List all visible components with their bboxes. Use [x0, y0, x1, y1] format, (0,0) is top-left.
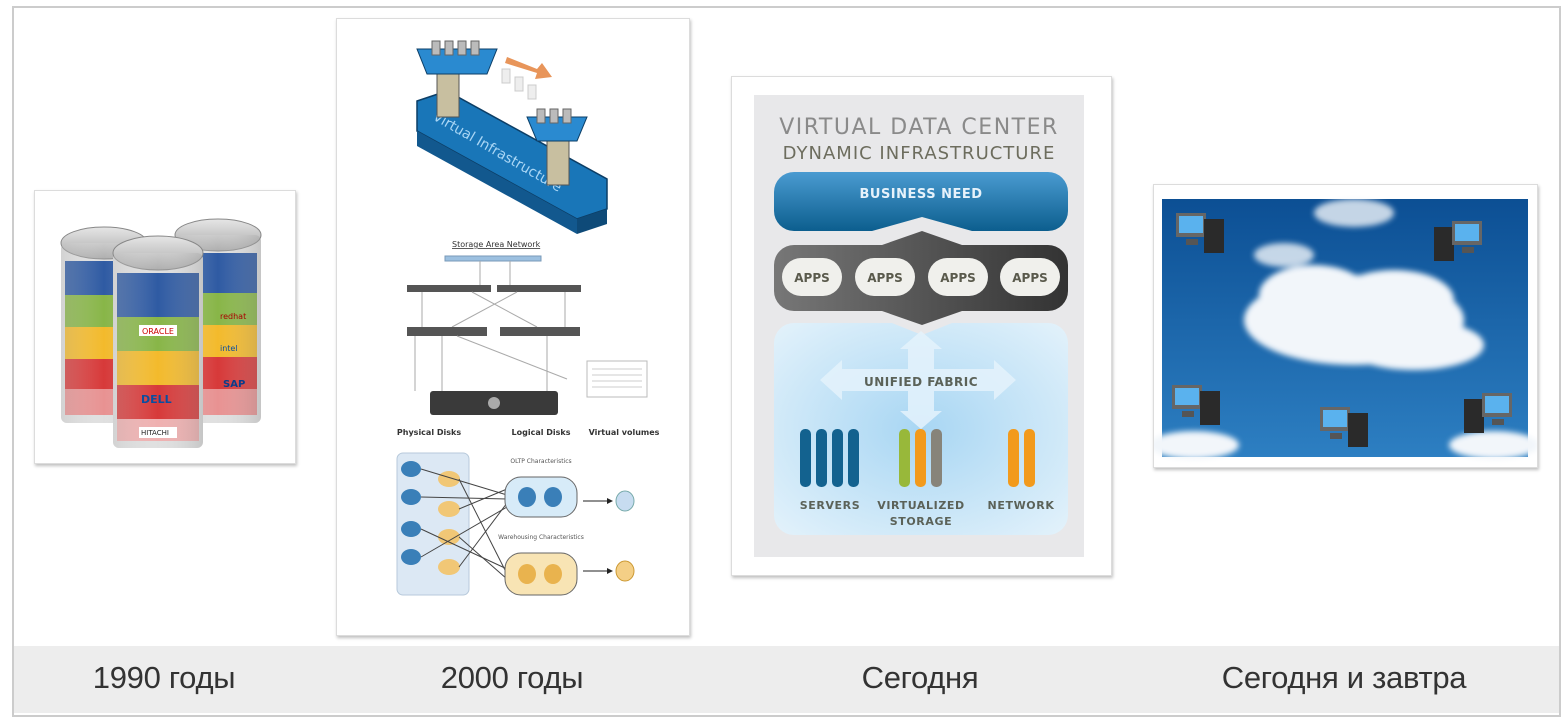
caption-1990s: 1990 годы [92, 660, 236, 695]
network-bars [1008, 429, 1035, 487]
vendor-dell: DELL [141, 393, 172, 406]
silo-front: ORACLE DELL HITACHI [112, 235, 204, 448]
vendor-oracle: ORACLE [142, 327, 174, 336]
thumbnail-today-and-tomorrow[interactable] [1153, 184, 1538, 468]
caption-2000s: 2000 годы [440, 660, 584, 695]
vendor-redhat: redhat [220, 312, 246, 321]
vendor-sap: SAP [223, 379, 245, 390]
thumbnail-2000s[interactable]: Virtual Infrastructure Storage Area Netw… [336, 18, 690, 636]
app-label-2: APPS [867, 271, 903, 285]
virtual-infrastructure-san-image: Virtual Infrastructure Storage Area Netw… [396, 40, 660, 596]
vdc-title: VIRTUAL DATA CENTER [779, 115, 1059, 140]
app-label-3: APPS [940, 271, 976, 285]
servers-label: SERVERS [800, 499, 861, 512]
disk-virtualization-diagram: Physical Disks Logical Disks Virtual vol… [396, 428, 660, 596]
computer-icon [1320, 407, 1368, 447]
thumbnail-1990s[interactable]: redhat intel SAP ORACLE DELL HITACHI [34, 190, 296, 464]
unified-fabric-arrows-icon [820, 331, 1016, 429]
migration-arrow-icon [505, 57, 552, 79]
apps-band [774, 231, 1068, 325]
app-label-1: APPS [794, 271, 830, 285]
virtual-infrastructure-platform: Virtual Infrastructure [416, 40, 608, 234]
san-diagram: Storage Area Network [407, 240, 648, 415]
vendor-hitachi: HITACHI [141, 429, 169, 437]
virtual-data-center-image: VIRTUAL DATA CENTER DYNAMIC INFRASTRUCTU… [754, 95, 1084, 557]
warehouse-label: Warehousing Characteristics [498, 534, 584, 541]
cloud-shape [1154, 199, 1537, 459]
san-title: Storage Area Network [452, 240, 541, 249]
storage-label-line2: STORAGE [890, 515, 953, 528]
computer-icon [1172, 385, 1220, 425]
cloud-computing-image [1154, 199, 1537, 459]
silo-cylinders-image: redhat intel SAP ORACLE DELL HITACHI [60, 218, 262, 448]
computer-icon [1464, 393, 1512, 433]
storage-label-line1: VIRTUALIZED [877, 499, 965, 512]
oltp-label: OLTP Characteristics [510, 458, 571, 465]
storage-bars [899, 429, 942, 487]
column-logical-disks: Logical Disks [512, 428, 571, 437]
column-physical-disks: Physical Disks [397, 428, 461, 437]
vendor-intel: intel [220, 344, 238, 353]
caption-today-and-tomorrow: Сегодня и завтра [1221, 660, 1467, 695]
apps-row: APPS APPS APPS APPS [782, 258, 1060, 296]
computer-icon [1176, 213, 1224, 253]
unified-fabric-label: UNIFIED FABRIC [864, 375, 978, 389]
vdc-subtitle: DYNAMIC INFRASTRUCTURE [783, 143, 1056, 164]
app-label-4: APPS [1012, 271, 1048, 285]
column-virtual-volumes: Virtual volumes [589, 428, 660, 437]
business-need-band [774, 172, 1068, 231]
caption-today: Сегодня [861, 660, 979, 695]
thumbnail-today[interactable]: VIRTUAL DATA CENTER DYNAMIC INFRASTRUCTU… [731, 76, 1112, 576]
network-label: NETWORK [988, 499, 1055, 512]
caption-bar [14, 646, 1559, 713]
servers-bars [800, 429, 859, 487]
computer-icon [1434, 221, 1482, 261]
business-need-label: BUSINESS NEED [859, 187, 982, 202]
